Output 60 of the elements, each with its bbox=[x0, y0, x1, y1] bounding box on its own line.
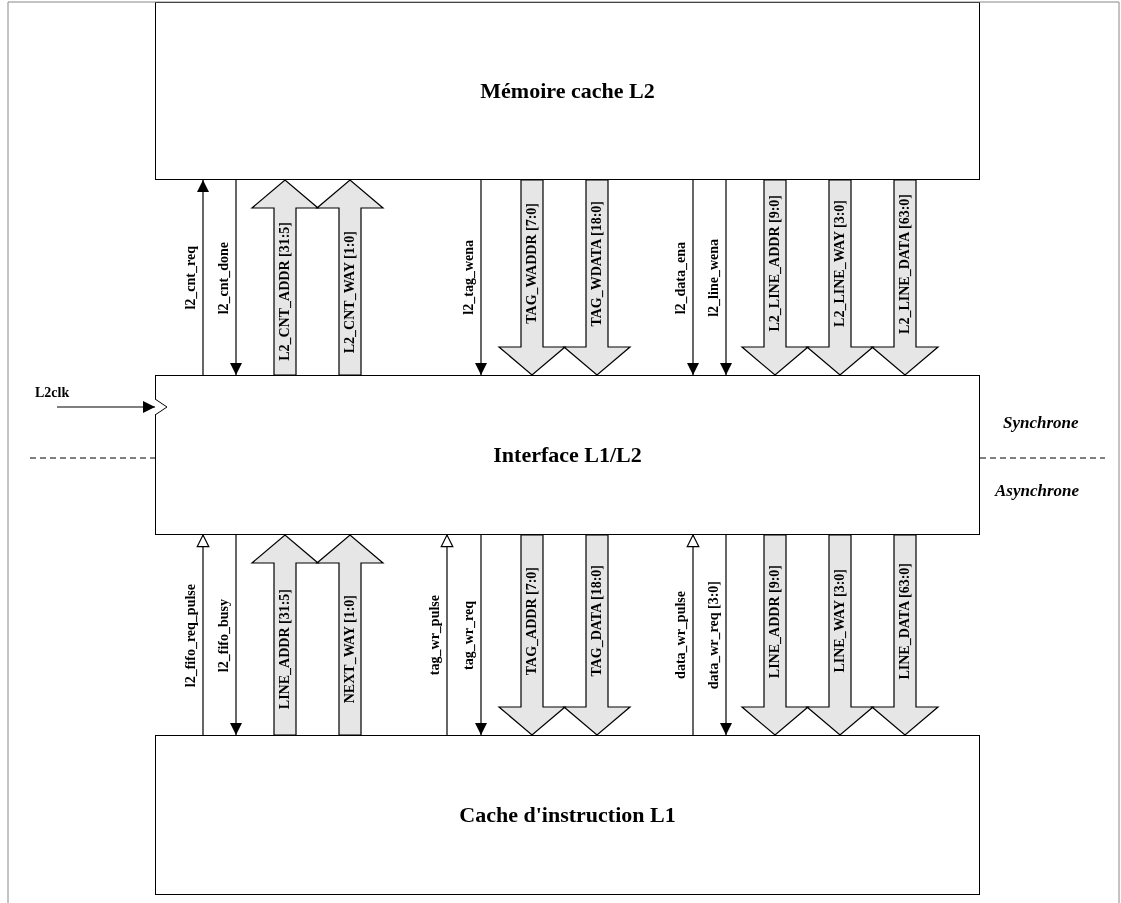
domain-label: Asynchrone bbox=[995, 481, 1080, 501]
bus-arrow bbox=[740, 179, 810, 376]
bus-label: TAG_DATA [18:0] bbox=[589, 565, 605, 677]
signal-arrow bbox=[720, 534, 732, 736]
signal-arrow bbox=[56, 401, 156, 413]
bus-label: L2_LINE_WAY [3:0] bbox=[832, 200, 848, 327]
bus-arrow bbox=[315, 534, 385, 736]
signal-arrow bbox=[475, 179, 487, 376]
domain-label: Synchrone bbox=[1003, 413, 1079, 433]
bus-arrow bbox=[497, 534, 567, 736]
signal-arrow bbox=[686, 534, 700, 736]
signal-arrow bbox=[230, 179, 242, 376]
block-title: Interface L1/L2 bbox=[493, 442, 642, 468]
block-box bbox=[155, 2, 980, 180]
signal-label: data_wr_pulse bbox=[673, 591, 689, 679]
signal-arrow bbox=[687, 179, 699, 376]
signal-label: tag_wr_req bbox=[461, 600, 477, 670]
bus-label: NEXT_WAY [1:0] bbox=[342, 595, 358, 704]
bus-label: LINE_WAY [3:0] bbox=[832, 569, 848, 673]
signal-label: l2_data_ena bbox=[673, 241, 689, 314]
signal-label: l2_cnt_done bbox=[216, 241, 232, 314]
block-title: Mémoire cache L2 bbox=[480, 78, 655, 104]
bus-arrow bbox=[250, 534, 320, 736]
bus-label: TAG_WDATA [18:0] bbox=[589, 200, 605, 327]
signal-label: data_wr_req [3:0] bbox=[706, 581, 722, 690]
signal-label: tag_wr_pulse bbox=[427, 595, 443, 676]
bus-arrow bbox=[805, 534, 875, 736]
bus-arrow bbox=[562, 534, 632, 736]
signal-label: l2_cnt_req bbox=[183, 245, 199, 309]
bus-arrow bbox=[740, 534, 810, 736]
bus-arrow bbox=[562, 179, 632, 376]
block-title: Cache d'instruction L1 bbox=[459, 802, 676, 828]
bus-label: TAG_ADDR [7:0] bbox=[524, 567, 540, 676]
signal-arrow bbox=[197, 179, 209, 376]
bus-label: L2_CNT_WAY [1:0] bbox=[342, 230, 358, 353]
signal-arrow bbox=[475, 534, 487, 736]
bus-arrow bbox=[870, 534, 940, 736]
bus-label: LINE_ADDR [9:0] bbox=[767, 564, 783, 678]
bus-arrow bbox=[870, 179, 940, 376]
signal-label: l2_fifo_req_pulse bbox=[183, 583, 199, 687]
bus-label: TAG_WADDR [7:0] bbox=[524, 203, 540, 324]
bus-label: L2_LINE_DATA [63:0] bbox=[897, 193, 913, 334]
bus-arrow bbox=[497, 179, 567, 376]
bus-label: L2_LINE_ADDR [9:0] bbox=[767, 195, 783, 332]
signal-arrow bbox=[720, 179, 732, 376]
signal-label: l2_tag_wena bbox=[461, 240, 477, 315]
bus-label: LINE_DATA [63:0] bbox=[897, 562, 913, 680]
signal-label: l2_fifo_busy bbox=[216, 598, 232, 672]
signal-arrow bbox=[230, 534, 242, 736]
bus-arrow bbox=[315, 179, 385, 376]
bus-label: LINE_ADDR [31:5] bbox=[277, 589, 293, 710]
block-box bbox=[155, 735, 980, 895]
block-box bbox=[155, 375, 980, 535]
signal-label: L2clk bbox=[35, 385, 70, 401]
bus-arrow bbox=[250, 179, 320, 376]
bus-arrow bbox=[805, 179, 875, 376]
signal-label: l2_line_wena bbox=[706, 238, 722, 317]
bus-label: L2_CNT_ADDR [31:5] bbox=[277, 222, 293, 361]
signal-arrow bbox=[440, 534, 454, 736]
signal-arrow bbox=[196, 534, 210, 736]
